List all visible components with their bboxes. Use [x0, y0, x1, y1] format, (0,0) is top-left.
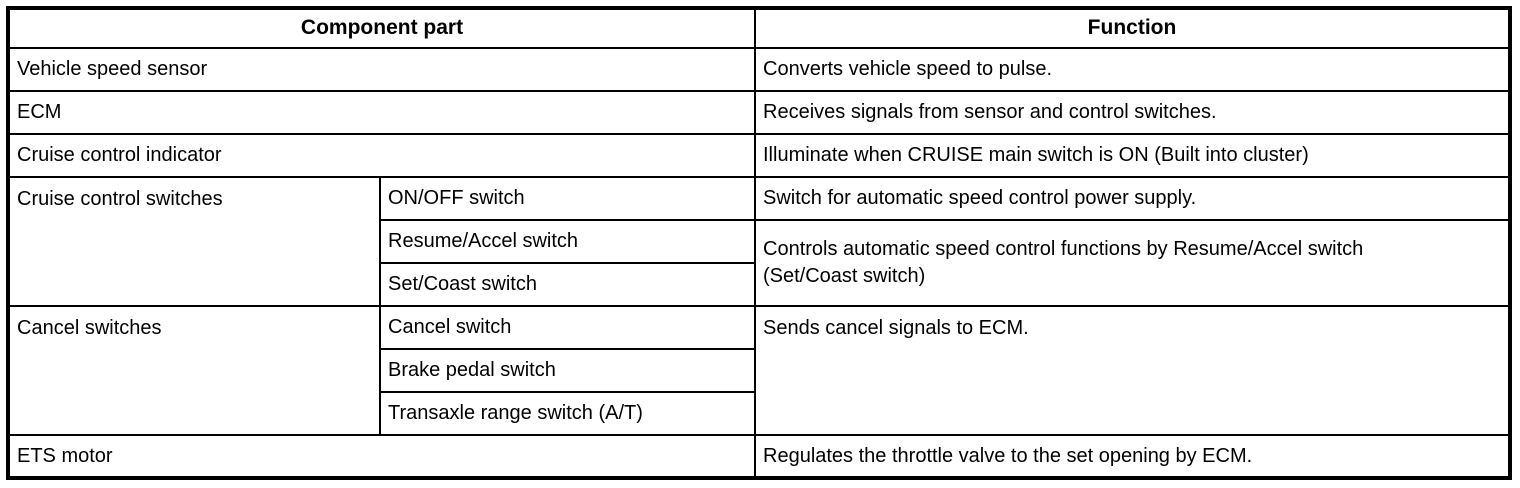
- part-cell-cruise-control-switches: Cruise control switches: [7, 176, 381, 307]
- subpart-cell-on-off-switch: ON/OFF switch: [379, 176, 756, 221]
- header-function: Function: [754, 7, 1511, 49]
- table-row: Set/Coast switch: [8, 262, 1510, 307]
- subpart-cell-resume-accel-switch: Resume/Accel switch: [379, 219, 756, 264]
- table-row: Cruise control indicator Illuminate when…: [7, 133, 1511, 178]
- part-cell-ets-motor: ETS motor: [7, 434, 756, 479]
- function-cell: Illuminate when CRUISE main switch is ON…: [754, 133, 1511, 178]
- part-cell-vehicle-speed-sensor: Vehicle speed sensor: [7, 47, 756, 92]
- function-text: Controls automatic speed control functio…: [763, 238, 1364, 287]
- table-row: Cruise control switches ON/OFF switch Sw…: [7, 176, 1511, 307]
- table-row: Transaxle range switch (A/T): [8, 391, 1510, 436]
- table-row: Brake pedal switch: [8, 348, 1510, 393]
- table-row: ETS motor Regulates the throttle valve t…: [7, 434, 1511, 479]
- part-cell-cruise-control-indicator: Cruise control indicator: [7, 133, 756, 178]
- subpart-cell-brake-pedal-switch: Brake pedal switch: [379, 348, 756, 393]
- subpart-cell-set-coast-switch: Set/Coast switch: [379, 262, 756, 307]
- table-row: ECM Receives signals from sensor and con…: [7, 90, 1511, 135]
- component-function-table: Component part Function Vehicle speed se…: [6, 6, 1512, 480]
- subpart-cell-cancel-switch: Cancel switch: [379, 305, 756, 350]
- function-cell: Sends cancel signals to ECM.: [754, 305, 1511, 436]
- header-component-part: Component part: [7, 7, 756, 49]
- function-cell: Switch for automatic speed control power…: [754, 176, 1511, 221]
- function-cell: Converts vehicle speed to pulse.: [754, 47, 1511, 92]
- subpart-cell-transaxle-range-switch: Transaxle range switch (A/T): [379, 391, 756, 436]
- function-cell: Receives signals from sensor and control…: [754, 90, 1511, 135]
- table-row: Resume/Accel switch Controls automatic s…: [8, 219, 1511, 307]
- header-row: Component part Function: [7, 7, 1511, 49]
- table-row: Vehicle speed sensor Converts vehicle sp…: [7, 47, 1511, 92]
- function-cell: Regulates the throttle valve to the set …: [754, 434, 1511, 479]
- function-cell: Controls automatic speed control functio…: [754, 219, 1511, 307]
- part-cell-cancel-switches: Cancel switches: [7, 305, 381, 436]
- part-cell-ecm: ECM: [7, 90, 756, 135]
- table-row: Cancel switches Cancel switch Sends canc…: [7, 305, 1511, 436]
